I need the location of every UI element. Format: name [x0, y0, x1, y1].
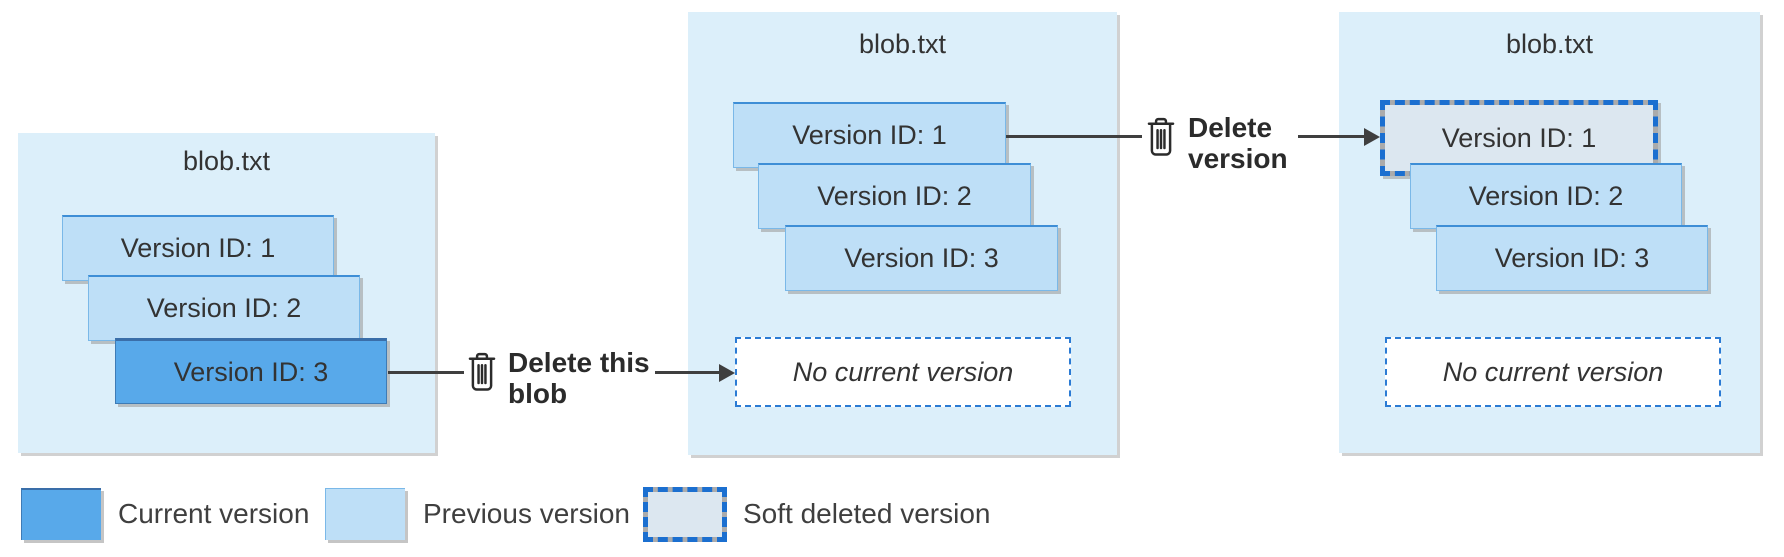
legend-label-soft-deleted-version: Soft deleted version [743, 498, 991, 529]
version-box-previous: Version ID: 1 [62, 215, 334, 281]
blob-title: blob.txt [1505, 29, 1594, 59]
version-label: Version ID: 1 [792, 120, 947, 150]
version-box-previous: Version ID: 3 [1436, 225, 1708, 291]
arrow-line [655, 371, 719, 374]
version-box-previous: Version ID: 2 [88, 275, 360, 341]
blob-title: blob.txt [858, 29, 947, 59]
arrowhead-icon [1364, 128, 1380, 146]
no-current-version-label: No current version [1442, 356, 1664, 387]
version-label: Version ID: 2 [146, 293, 302, 323]
connector-line [1006, 135, 1142, 138]
version-box-previous: Version ID: 2 [1410, 163, 1682, 229]
version-label: Version ID: 3 [173, 356, 329, 387]
legend-swatch-soft-deleted-version [643, 487, 727, 542]
version-label: Version ID: 1 [120, 233, 276, 263]
legend-swatch-previous-version [325, 488, 405, 540]
legend-label-previous-version: Previous version [423, 498, 630, 529]
trash-icon [466, 352, 498, 392]
version-box-previous: Version ID: 2 [758, 163, 1031, 229]
version-label: Version ID: 1 [1441, 122, 1597, 153]
version-box-previous: Version ID: 3 [785, 225, 1058, 291]
version-box-soft-deleted: Version ID: 1 [1380, 100, 1658, 176]
legend-label-current-version: Current version [118, 498, 310, 529]
blob-panel-before-delete: blob.txt Version ID: 1 Version ID: 2 Ver… [18, 133, 435, 453]
no-current-version-box: No current version [1385, 337, 1721, 407]
trash-icon [1145, 117, 1177, 157]
no-current-version-label: No current version [792, 356, 1014, 387]
legend-swatch-current-version [21, 488, 101, 540]
no-current-version-box: No current version [735, 337, 1071, 407]
delete-this-blob-label: Delete this blob [508, 347, 650, 409]
blob-title: blob.txt [182, 146, 271, 176]
connector-line [388, 371, 464, 374]
version-box-previous: Version ID: 1 [733, 102, 1006, 168]
version-label: Version ID: 3 [844, 243, 999, 273]
version-label: Version ID: 3 [1494, 243, 1650, 273]
delete-version-label: Delete version [1188, 112, 1288, 174]
blob-panel-after-delete-blob: blob.txt Version ID: 1 Version ID: 2 Ver… [688, 12, 1117, 455]
version-label: Version ID: 2 [817, 181, 972, 211]
blob-panel-after-delete-version: blob.txt Version ID: 1 Version ID: 2 Ver… [1339, 12, 1760, 453]
version-label: Version ID: 2 [1468, 181, 1624, 211]
version-box-current: Version ID: 3 [115, 338, 387, 404]
arrowhead-icon [719, 364, 735, 382]
arrow-line [1298, 135, 1364, 138]
